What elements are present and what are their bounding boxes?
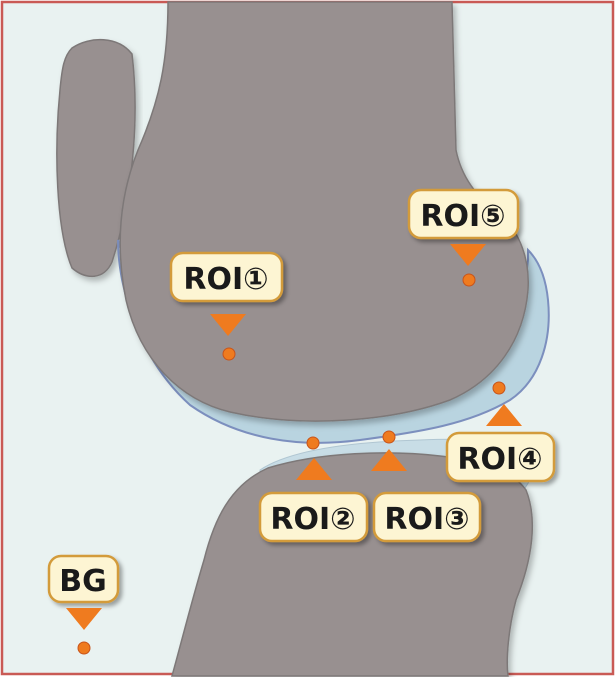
bg-point — [78, 642, 90, 654]
roi3-label: ROI③ — [384, 502, 469, 537]
roi2-point — [307, 437, 319, 449]
roi4-point — [493, 382, 505, 394]
roi1-label: ROI① — [183, 262, 268, 297]
roi3-point — [383, 431, 395, 443]
bg-label: BG — [59, 564, 107, 599]
roi2-label: ROI② — [270, 502, 355, 537]
roi5-label: ROI⑤ — [420, 199, 505, 234]
roi4-label: ROI④ — [457, 442, 542, 477]
roi5-point — [463, 274, 475, 286]
roi1-point — [223, 348, 235, 360]
